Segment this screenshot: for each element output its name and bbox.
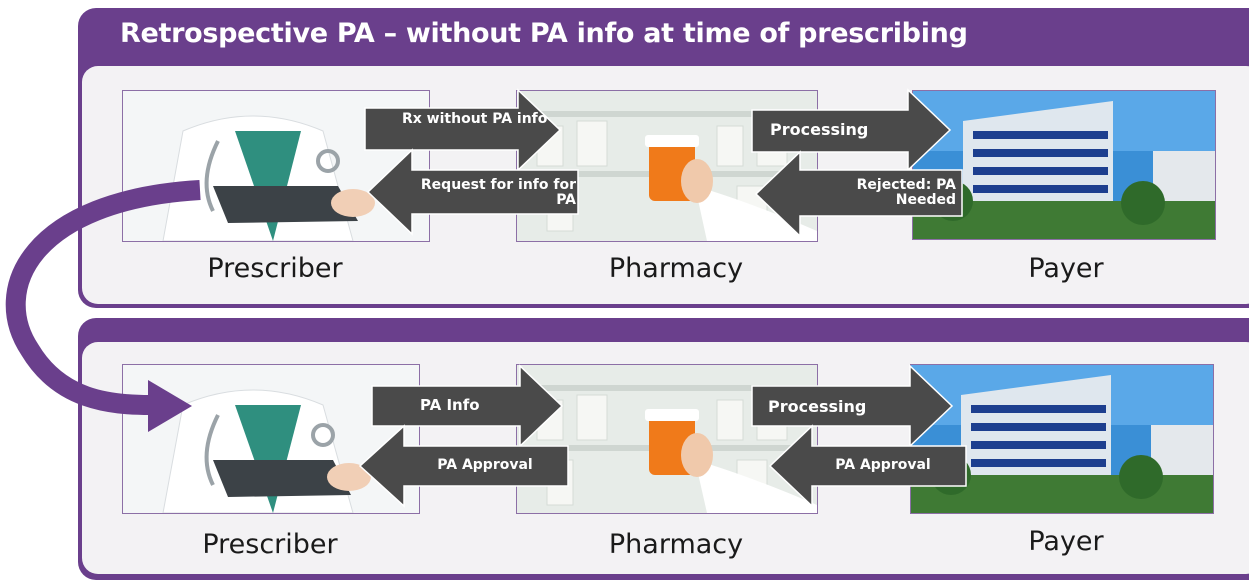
arrow-rejected <box>754 150 963 238</box>
label-request-info: Request for info for PA <box>420 177 576 208</box>
label-pa-info: PA Info <box>420 396 480 414</box>
role-payer-bottom: Payer <box>1028 526 1104 557</box>
prescriber-image-bottom <box>122 364 420 514</box>
arrow-request-info <box>366 148 579 236</box>
arrow-rx-without <box>364 88 562 172</box>
curved-return-arrowhead <box>148 380 192 432</box>
role-prescriber-top: Prescriber <box>207 253 343 284</box>
curved-return-arrow <box>5 180 201 415</box>
arrow-pa-approval-right <box>768 424 967 508</box>
payer-image-bottom <box>910 364 1214 514</box>
role-pharmacy-bottom: Pharmacy <box>608 529 744 560</box>
label-processing-bottom: Processing <box>768 397 867 416</box>
arrow-processing-top <box>751 88 952 172</box>
label-processing-top: Processing <box>770 120 869 139</box>
label-rejected: Rejected: PA Needed <box>856 177 956 208</box>
label-pa-approval-left: PA Approval <box>437 457 533 473</box>
label-pa-approval-right: PA Approval <box>835 457 931 473</box>
arrow-pa-info <box>371 364 564 448</box>
arrow-pa-approval-left <box>358 424 569 508</box>
role-prescriber-bottom: Prescriber <box>202 529 338 560</box>
role-payer-top: Payer <box>1028 253 1104 284</box>
label-rx-without: Rx without PA info <box>402 111 548 127</box>
pharmacy-image-bottom <box>516 364 818 514</box>
top-panel-title: Retrospective PA – without PA info at ti… <box>120 18 968 49</box>
payer-image-top <box>912 90 1216 240</box>
role-pharmacy-top: Pharmacy <box>608 253 744 284</box>
arrow-processing-bottom <box>751 364 954 448</box>
